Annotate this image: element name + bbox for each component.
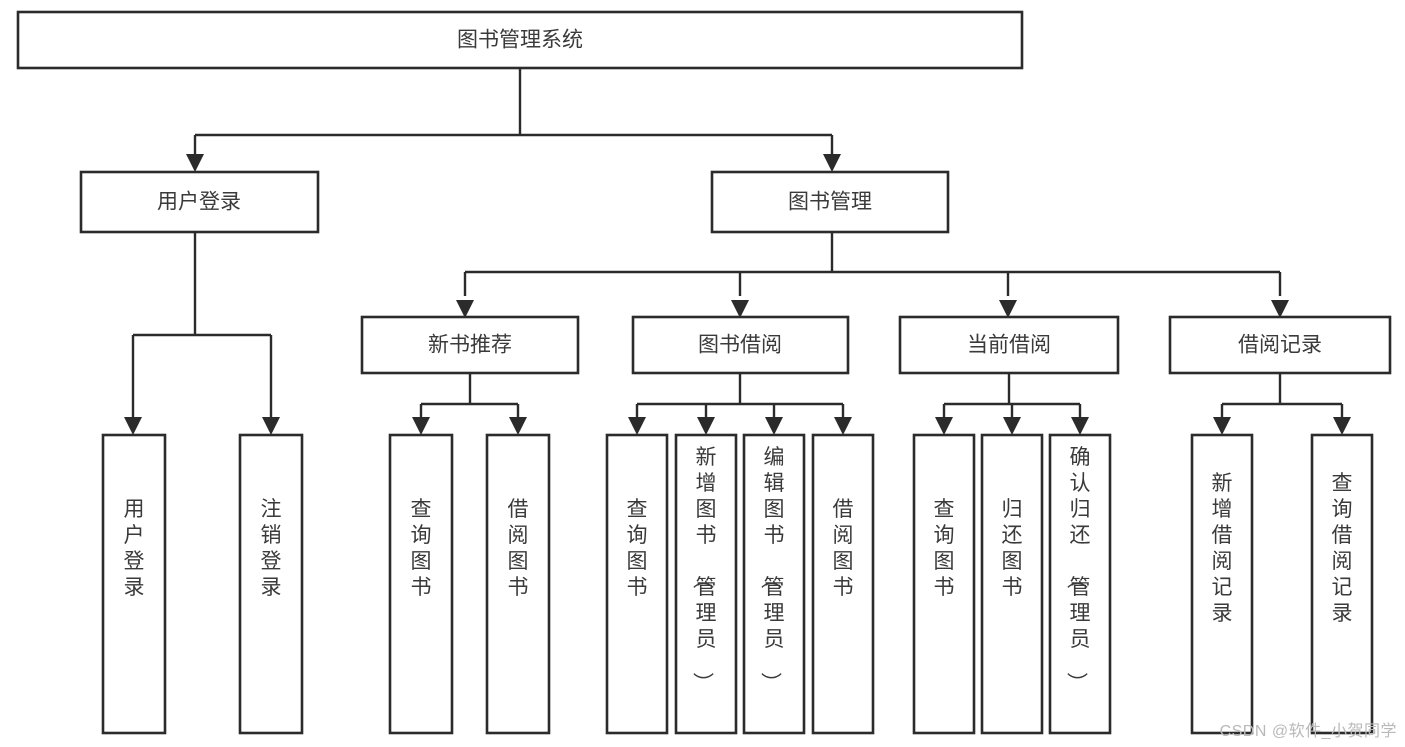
node-leaf-12-box[interactable] bbox=[1190, 433, 1254, 735]
node-borrow-record-label: 借阅记录 bbox=[1238, 334, 1322, 357]
node-leaf-2-box[interactable] bbox=[238, 433, 304, 735]
node-leaf-9-label: 查询图书 bbox=[934, 498, 955, 599]
node-book-manage[interactable]: 图书管理 bbox=[710, 170, 950, 234]
node-leaf-13-label: 查询借阅记录 bbox=[1332, 472, 1353, 625]
arrowhead-leaf-1 bbox=[124, 417, 142, 435]
arrowhead-leaf-11 bbox=[1071, 417, 1089, 435]
node-leaf-9-box[interactable] bbox=[912, 433, 976, 735]
node-leaf-3-label: 查询图书 bbox=[411, 498, 432, 599]
node-root-label: 图书管理系统 bbox=[457, 29, 583, 52]
node-leaf-10[interactable]: 归还图书 bbox=[980, 433, 1044, 735]
node-borrow-record-box[interactable] bbox=[1168, 315, 1392, 375]
node-current-borrow-label: 当前借阅 bbox=[967, 334, 1051, 357]
node-user-login[interactable]: 用户登录 bbox=[79, 170, 320, 234]
connector-group-current-borrow bbox=[935, 373, 1089, 435]
arrowhead-new-book-rec bbox=[456, 300, 474, 318]
node-leaf-5[interactable]: 查询图书 bbox=[605, 433, 669, 735]
arrowhead-leaf-7 bbox=[765, 417, 783, 435]
node-leaf-9[interactable]: 查询图书 bbox=[912, 433, 976, 735]
arrowhead-leaf-6 bbox=[697, 417, 715, 435]
node-leaf-13[interactable]: 查询借阅记录 bbox=[1310, 433, 1374, 735]
node-leaf-3[interactable]: 查询图书 bbox=[388, 433, 454, 735]
node-leaf-3-box[interactable] bbox=[388, 433, 454, 735]
node-new-book-rec[interactable]: 新书推荐 bbox=[360, 315, 580, 375]
node-leaf-2-label: 注销登录 bbox=[261, 498, 282, 599]
arrowhead-leaf-10 bbox=[1003, 417, 1021, 435]
node-book-borrow[interactable]: 图书借阅 bbox=[631, 315, 850, 375]
connector-group-user-login bbox=[124, 232, 280, 435]
node-leaf-8-label: 借阅图书 bbox=[833, 498, 854, 599]
node-root-box[interactable] bbox=[16, 10, 1024, 70]
arrowhead-book-borrow bbox=[731, 300, 749, 318]
node-leaf-7-label: 编辑图书（管理员） bbox=[759, 446, 785, 693]
node-leaf-8-box[interactable] bbox=[811, 433, 875, 735]
node-book-borrow-box[interactable] bbox=[631, 315, 850, 375]
node-leaf-1[interactable]: 用户登录 bbox=[101, 433, 167, 735]
arrowhead-leaf-9 bbox=[935, 417, 953, 435]
connector-group-book-borrow bbox=[628, 373, 852, 435]
node-leaf-4[interactable]: 借阅图书 bbox=[485, 433, 551, 735]
node-book-borrow-label: 图书借阅 bbox=[698, 334, 782, 357]
node-leaf-11-label: 确认归还（管理员） bbox=[1065, 446, 1091, 693]
node-leaf-11-box[interactable] bbox=[1048, 433, 1112, 735]
node-user-login-label: 用户登录 bbox=[157, 191, 241, 214]
arrowhead-leaf-3 bbox=[412, 417, 430, 435]
arrowhead-leaf-4 bbox=[509, 417, 527, 435]
arrowhead-leaf-13 bbox=[1333, 417, 1351, 435]
arrowhead-leaf-2 bbox=[262, 417, 280, 435]
node-leaf-4-box[interactable] bbox=[485, 433, 551, 735]
node-user-login-box[interactable] bbox=[79, 170, 320, 234]
node-leaf-10-label: 归还图书 bbox=[1002, 498, 1023, 599]
node-leaf-6-box[interactable] bbox=[674, 433, 738, 735]
node-book-manage-box[interactable] bbox=[710, 170, 950, 234]
arrowhead-leaf-5 bbox=[628, 417, 646, 435]
arrowhead-leaf-8 bbox=[834, 417, 852, 435]
connector-group-book-manage bbox=[456, 232, 1289, 318]
node-leaf-11[interactable]: 确认归还（管理员） bbox=[1048, 433, 1112, 735]
arrowhead-current-borrow bbox=[999, 300, 1017, 318]
connector-group-new-book-rec bbox=[412, 373, 527, 435]
connector-group-borrow-record bbox=[1213, 373, 1351, 435]
node-leaf-8[interactable]: 借阅图书 bbox=[811, 433, 875, 735]
node-book-manage-label: 图书管理 bbox=[788, 191, 872, 214]
node-borrow-record[interactable]: 借阅记录 bbox=[1168, 315, 1392, 375]
node-leaf-6[interactable]: 新增图书（管理员） bbox=[674, 433, 738, 735]
node-leaf-2[interactable]: 注销登录 bbox=[238, 433, 304, 735]
node-leaf-5-label: 查询图书 bbox=[627, 498, 648, 599]
arrowhead-leaf-12 bbox=[1213, 417, 1231, 435]
arrowhead-root-to-user-login bbox=[186, 154, 204, 172]
node-leaf-1-box[interactable] bbox=[101, 433, 167, 735]
arrowhead-borrow-record bbox=[1271, 300, 1289, 318]
arrowhead-root-to-book-manage bbox=[823, 154, 841, 172]
node-leaf-7-box[interactable] bbox=[742, 433, 806, 735]
connector-group-root bbox=[186, 68, 841, 172]
node-leaf-13-box[interactable] bbox=[1310, 433, 1374, 735]
csdn-watermark: CSDN @软件_小贺同学 bbox=[1219, 723, 1397, 740]
node-current-borrow[interactable]: 当前借阅 bbox=[898, 315, 1120, 375]
node-leaf-6-label: 新增图书（管理员） bbox=[691, 446, 717, 693]
node-current-borrow-box[interactable] bbox=[898, 315, 1120, 375]
node-leaf-5-box[interactable] bbox=[605, 433, 669, 735]
node-leaf-4-label: 借阅图书 bbox=[508, 498, 529, 599]
node-leaf-1-label: 用户登录 bbox=[124, 498, 145, 599]
node-new-book-rec-box[interactable] bbox=[360, 315, 580, 375]
node-leaf-10-box[interactable] bbox=[980, 433, 1044, 735]
node-new-book-rec-label: 新书推荐 bbox=[428, 334, 512, 357]
node-root[interactable]: 图书管理系统 bbox=[16, 10, 1024, 70]
node-leaf-12-label: 新增借阅记录 bbox=[1212, 472, 1233, 625]
node-leaf-12[interactable]: 新增借阅记录 bbox=[1190, 433, 1254, 735]
node-leaf-7[interactable]: 编辑图书（管理员） bbox=[742, 433, 806, 735]
